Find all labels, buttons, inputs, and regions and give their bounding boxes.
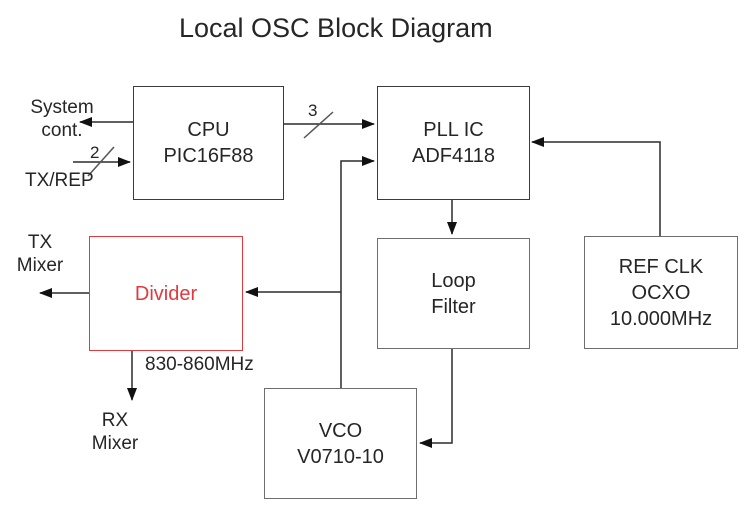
label-tx-mixer-line1: TX [27, 232, 53, 253]
block-ref-clk: REF CLK OCXO 10.000MHz [584, 236, 738, 349]
block-loop-filter: Loop Filter [377, 238, 530, 349]
block-divider: Divider [89, 236, 243, 351]
block-vco: VCO V0710-10 [264, 388, 417, 499]
label-system-cont-line1: System [30, 97, 94, 118]
label-rx-mixer: RX Mixer [84, 409, 146, 455]
label-rx-mixer-line1: RX [101, 410, 129, 431]
block-cpu-label-line2: PIC16F88 [163, 145, 254, 167]
label-system-cont: System cont. [18, 96, 106, 142]
block-ref-clk-label-line3: 10.000MHz [609, 307, 713, 330]
label-tx-mixer-line2: Mixer [16, 255, 64, 276]
connector-refclk-to-pll [531, 137, 661, 236]
block-loop-filter-label-line2: Filter [431, 295, 476, 318]
connector-loopfilter-to-vco [419, 348, 453, 448]
block-pll-ic: PLL IC ADF4118 [377, 86, 530, 200]
label-rx-mixer-line2: Mixer [91, 433, 139, 454]
block-cpu-label-line1: CPU [187, 119, 230, 141]
label-tx-mixer: TX Mixer [8, 231, 72, 277]
diagram-title: Local OSC Block Diagram [179, 13, 493, 43]
label-bus-width-2: 2 [90, 143, 100, 162]
block-vco-label-line2: V0710-10 [297, 445, 384, 468]
label-bus-width-3: 3 [308, 101, 318, 120]
block-pll-label-line2: ADF4118 [411, 145, 495, 167]
block-cpu: CPU PIC16F88 [133, 86, 284, 200]
label-freq-range: 830-860MHz [145, 354, 254, 375]
block-ref-clk-label-line2: OCXO [631, 281, 691, 304]
block-loop-filter-label-line1: Loop [431, 269, 476, 292]
block-ref-clk-label-line1: REF CLK [618, 255, 704, 278]
block-vco-label-line1: VCO [318, 419, 363, 442]
block-divider-label: Divider [134, 282, 198, 305]
label-system-cont-line2: cont. [41, 120, 83, 141]
connector-vco-to-pll [340, 156, 375, 388]
label-tx-rep: TX/REP [25, 170, 94, 191]
block-pll-label-line1: PLL IC [423, 119, 484, 141]
